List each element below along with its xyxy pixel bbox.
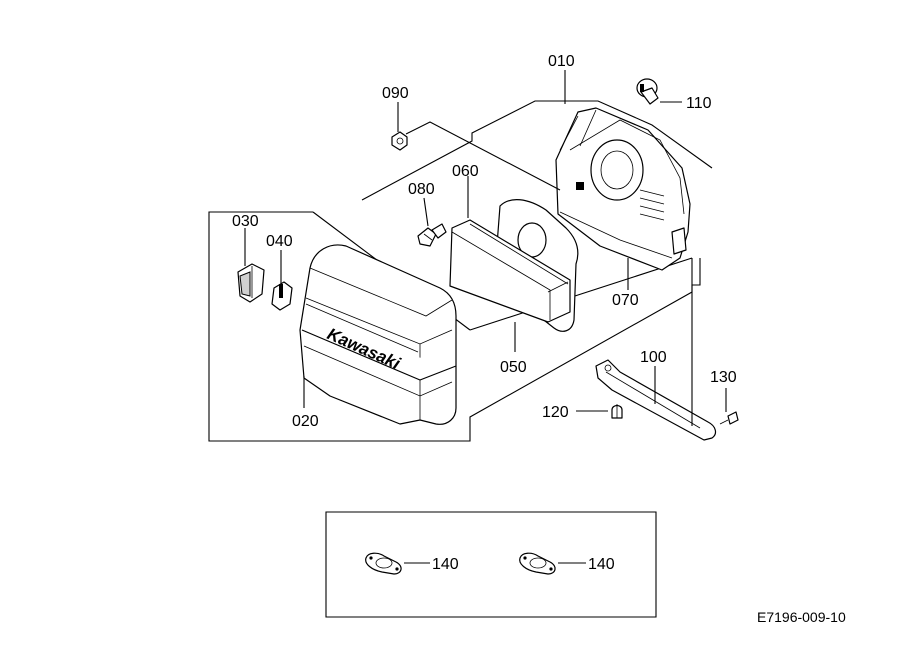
leader-080 <box>423 197 429 227</box>
callout-020: 020 <box>292 413 319 430</box>
callout-130: 130 <box>710 369 737 386</box>
callout-100: 100 <box>640 349 667 366</box>
callout-140-right: 140 <box>588 556 615 573</box>
callout-080: 080 <box>408 181 435 198</box>
callout-050: 050 <box>500 359 527 376</box>
callout-110: 110 <box>686 95 712 112</box>
screw-130 <box>719 411 739 425</box>
callout-010: 010 <box>548 53 575 70</box>
clip-110 <box>636 78 659 105</box>
element-050 <box>449 219 571 323</box>
leader-090-housing <box>405 121 561 191</box>
cover-020: Kawasaki <box>299 244 457 425</box>
gasket-140-left <box>365 552 402 575</box>
cover-group-frame <box>208 211 701 442</box>
nut-090 <box>391 131 408 151</box>
bracket-100 <box>595 258 717 441</box>
callout-070: 070 <box>612 292 639 309</box>
callout-140-left: 140 <box>432 556 459 573</box>
clip-080 <box>417 223 447 247</box>
housing-group-frame <box>361 100 713 201</box>
drawing-reference-code: E7196-009-10 <box>757 609 846 625</box>
callout-120: 120 <box>542 404 569 421</box>
pin-040 <box>271 281 293 311</box>
gasket-140-right <box>519 552 556 575</box>
latch-030 <box>237 263 265 303</box>
callout-040: 040 <box>266 233 293 250</box>
group-frames <box>208 100 713 618</box>
callout-030: 030 <box>232 213 259 230</box>
gasket-group-box <box>325 511 657 618</box>
callout-060: 060 <box>452 163 479 180</box>
callout-090: 090 <box>382 85 409 102</box>
housing-group-link <box>469 257 693 331</box>
grommet-120 <box>611 404 623 419</box>
housing-010 <box>555 107 691 271</box>
